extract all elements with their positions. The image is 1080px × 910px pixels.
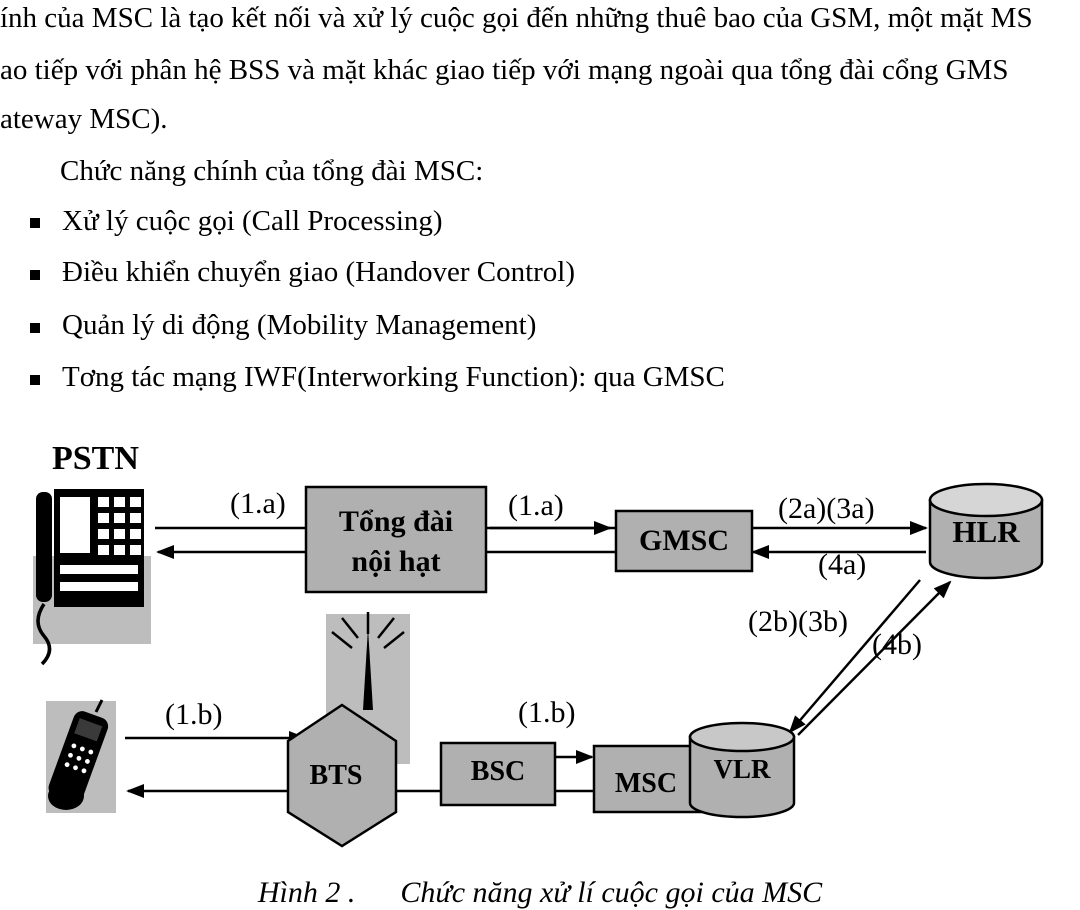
msc-label: MSC (614, 768, 678, 799)
local-exchange-box (304, 485, 488, 594)
vlr-cylinder (688, 721, 796, 819)
bullet-item-1: Xử lý cuộc gọi (Call Processing) (62, 205, 443, 237)
arrow-label-1b-right: (1.b) (518, 696, 576, 729)
paragraph-line-1: ính của MSC là tạo kết nối và xử lý cuộc… (0, 2, 1033, 34)
paragraph-line-3: ateway MSC). (0, 103, 168, 135)
bullet-item-4: Tơng tác mạng IWF(Interworking Function)… (62, 361, 725, 393)
hlr-label: HLR (952, 514, 1020, 549)
bullet-item-3: Quản lý di động (Mobility Management) (62, 309, 537, 341)
figure-caption: Hình 2 . Chức năng xử lí cuộc gọi của MS… (257, 876, 823, 909)
section-heading: Chức năng chính của tổng đài MSC: (60, 155, 484, 187)
desk-phone-icon (36, 489, 144, 666)
bsc-box (439, 741, 557, 807)
arrow-label-1a-left: (1.a) (230, 487, 286, 520)
arrow-label-4a: (4a) (818, 548, 867, 581)
paragraph-line-2: ao tiếp với phân hệ BSS và mặt khác giao… (0, 54, 1009, 86)
arrow-label-1b-left: (1.b) (165, 698, 223, 731)
vlr-label: VLR (713, 754, 771, 784)
arrow-label-4b: (4b) (872, 628, 922, 661)
arrow-label-2b3b: (2b)(3b) (748, 605, 848, 638)
bullet-marker (30, 270, 40, 280)
bullet-item-2: Điều khiển chuyển giao (Handover Control… (62, 256, 575, 288)
bullet-marker (30, 218, 40, 228)
bsc-label: BSC (470, 756, 526, 787)
mobile-phone-icon (48, 699, 109, 810)
arrow-label-1a-right: (1.a) (508, 489, 564, 522)
hlr-cylinder (928, 482, 1044, 580)
bts-hexagon (286, 703, 398, 848)
gmsc-box (614, 509, 754, 573)
bullet-marker (30, 323, 40, 333)
gmsc-label: GMSC (639, 524, 729, 557)
bullet-marker (30, 375, 40, 385)
bts-label: BTS (309, 760, 363, 791)
antenna-icon (331, 612, 405, 710)
msc-box (592, 744, 704, 814)
local-exchange-label: Tổng đài nội hạt (338, 505, 454, 578)
arrow-label-2a3a: (2a)(3a) (778, 492, 875, 525)
pstn-label: PSTN (52, 440, 139, 477)
